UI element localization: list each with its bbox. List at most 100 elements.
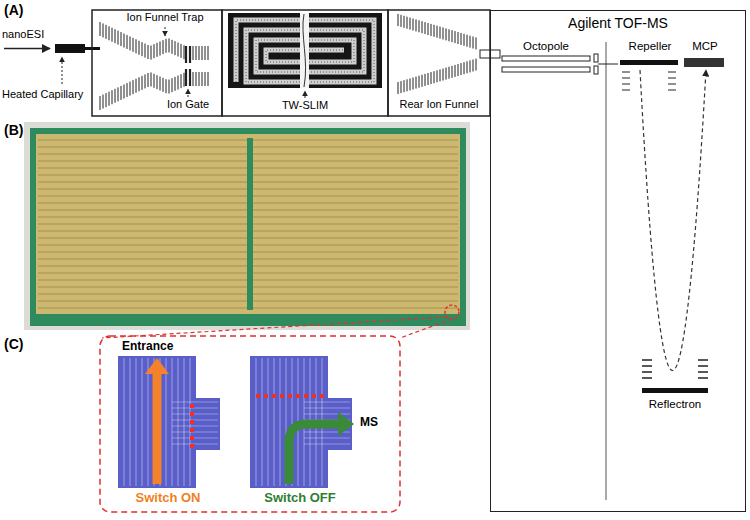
switch-electrode bbox=[264, 394, 268, 398]
electrode-stripe bbox=[129, 358, 130, 486]
funnel-electrode bbox=[446, 28, 447, 79]
reflectron-ring bbox=[642, 377, 652, 379]
electrode-stripe bbox=[171, 358, 172, 486]
switch-electrode bbox=[296, 394, 300, 398]
part-label: Reflectron bbox=[649, 398, 701, 411]
electrode-stripe bbox=[135, 358, 136, 486]
switch-electrode bbox=[256, 394, 260, 398]
leader-line bbox=[62, 57, 63, 84]
funnel-electrode bbox=[160, 42, 161, 91]
funnel-electrode bbox=[109, 26, 110, 105]
port-label: Entrance bbox=[122, 340, 173, 354]
funnel-electrode bbox=[461, 33, 462, 75]
electrode-stripe bbox=[304, 413, 350, 414]
part-label: Ion Funnel Trap bbox=[126, 11, 203, 24]
electrode-stripe bbox=[267, 358, 268, 486]
leader-line bbox=[188, 89, 189, 97]
funnel-electrode bbox=[410, 18, 411, 91]
electrode-stripe bbox=[304, 443, 350, 444]
funnel-electrode bbox=[112, 28, 113, 104]
grid-electrode bbox=[622, 84, 630, 85]
funnel-electrode bbox=[434, 25, 435, 83]
part-label: Heated Capillary bbox=[2, 88, 83, 101]
switch-electrode bbox=[320, 394, 324, 398]
funnel-electrode bbox=[470, 36, 471, 73]
funnel-electrode bbox=[115, 29, 116, 103]
funnel-electrode bbox=[443, 28, 444, 81]
electrode-stripe bbox=[147, 358, 148, 486]
switch-electrode bbox=[190, 412, 194, 416]
lens bbox=[594, 66, 598, 74]
ion-beam bbox=[598, 64, 618, 65]
instrument-housing: Agilent TOF-MS bbox=[490, 10, 746, 512]
reflectron-ring bbox=[698, 359, 708, 361]
grid-electrode bbox=[668, 78, 676, 79]
switch-board bbox=[118, 356, 220, 488]
zoom-line bbox=[400, 319, 452, 338]
funnel-electrode bbox=[196, 46, 197, 86]
panel-letter: (A) bbox=[4, 2, 23, 18]
ion-path-arrow bbox=[153, 372, 162, 484]
grid-electrode bbox=[668, 72, 676, 73]
funnel-electrode bbox=[452, 30, 453, 78]
pcb-board bbox=[30, 128, 466, 326]
part-label: MCP bbox=[692, 40, 718, 53]
electrode-stripe bbox=[304, 407, 350, 408]
funnel-electrode bbox=[127, 35, 128, 97]
switch-electrode bbox=[304, 394, 308, 398]
funnel-electrode bbox=[476, 37, 477, 70]
funnel-electrode bbox=[172, 40, 173, 92]
vacuum-chamber bbox=[388, 10, 490, 116]
funnel-electrode bbox=[464, 34, 465, 74]
reflectron-ring bbox=[698, 377, 708, 379]
reflectron-ring bbox=[698, 365, 708, 367]
switch-electrode bbox=[190, 436, 194, 440]
funnel-electrode bbox=[157, 43, 158, 89]
funnel-electrode bbox=[199, 46, 200, 86]
funnel-electrode bbox=[189, 46, 191, 86]
electrode-stripe bbox=[172, 443, 218, 444]
funnel-electrode bbox=[175, 41, 176, 91]
reflectron-ring bbox=[642, 365, 652, 367]
grid-electrode bbox=[668, 84, 676, 85]
funnel-electrode bbox=[404, 16, 405, 92]
heated-capillary bbox=[55, 44, 85, 53]
funnel-electrode bbox=[193, 46, 194, 86]
funnel-electrode bbox=[121, 32, 122, 100]
funnel-electrode bbox=[184, 45, 185, 87]
grid-electrode bbox=[622, 78, 630, 79]
switch-electrode bbox=[190, 420, 194, 424]
funnel-electrode bbox=[208, 46, 209, 86]
panel-letter: (B) bbox=[4, 122, 23, 138]
grid-electrode bbox=[622, 90, 630, 91]
electrode-stripe bbox=[141, 358, 142, 486]
funnel-electrode bbox=[440, 27, 441, 82]
funnel-electrode bbox=[425, 22, 426, 86]
reflectron-ring bbox=[698, 371, 708, 373]
electrode-stripe bbox=[172, 425, 218, 426]
divider-line bbox=[606, 42, 607, 500]
electrode-stripe bbox=[172, 431, 218, 432]
switch-electrode bbox=[190, 428, 194, 432]
electrode-stripe bbox=[261, 358, 262, 486]
ion-path-arrow bbox=[289, 424, 338, 484]
funnel-electrode bbox=[103, 23, 104, 108]
repeller-plate bbox=[620, 60, 678, 65]
funnel-electrode bbox=[428, 23, 429, 85]
electrode-stripe bbox=[172, 437, 218, 438]
lens bbox=[594, 54, 598, 62]
electrode-stripe bbox=[273, 358, 274, 486]
slim-curve bbox=[303, 14, 306, 87]
electrode-stripe bbox=[183, 358, 184, 486]
grid-electrode bbox=[622, 72, 630, 73]
funnel-electrode bbox=[407, 17, 408, 92]
funnel-electrode bbox=[151, 46, 152, 87]
board-stripes bbox=[124, 358, 350, 486]
funnel-electrode bbox=[166, 39, 167, 93]
funnel-electrode bbox=[133, 38, 134, 94]
funnel-electrode bbox=[130, 36, 131, 95]
funnel-electrode bbox=[449, 29, 450, 78]
funnel-electrode bbox=[422, 21, 423, 87]
switch-electrode bbox=[312, 394, 316, 398]
